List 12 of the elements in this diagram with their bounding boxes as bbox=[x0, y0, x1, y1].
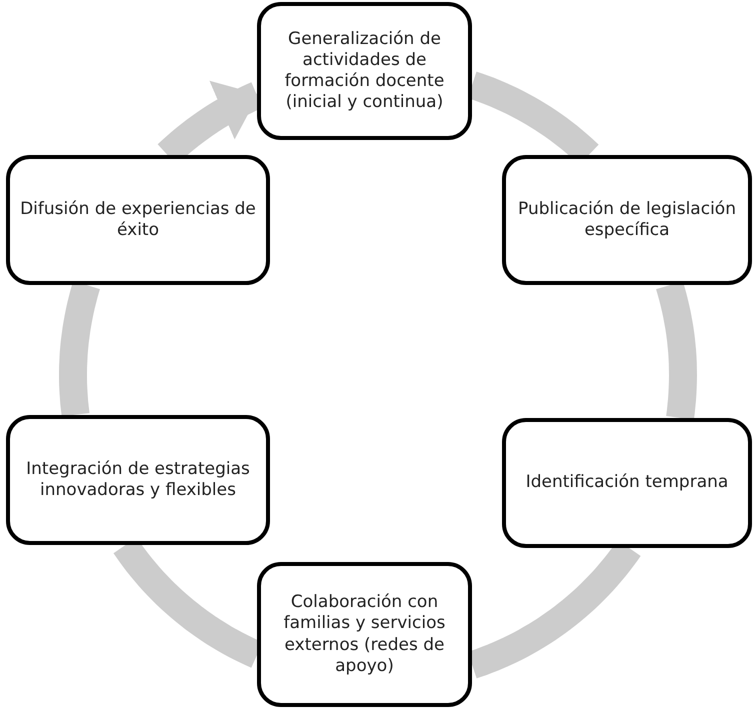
box-label: Identificación temprana bbox=[526, 472, 728, 494]
process-box bbox=[6, 415, 270, 545]
box-label: Difusión de experiencias de éxito bbox=[20, 198, 256, 242]
box-label: Publicación de legislación específica bbox=[517, 198, 737, 242]
process-box bbox=[257, 2, 472, 140]
process-box bbox=[6, 155, 270, 285]
box-label: Generalización de actividades de formación docente (inicial y continua) bbox=[284, 28, 446, 114]
process-box bbox=[502, 418, 752, 548]
process-box bbox=[502, 155, 752, 285]
box-label: Integración de estrategias innovadoras y flexibles bbox=[25, 458, 251, 502]
box-label: Colaboración con familias y servicios externos (redes de apoyo) bbox=[282, 592, 446, 677]
process-box bbox=[257, 562, 472, 707]
